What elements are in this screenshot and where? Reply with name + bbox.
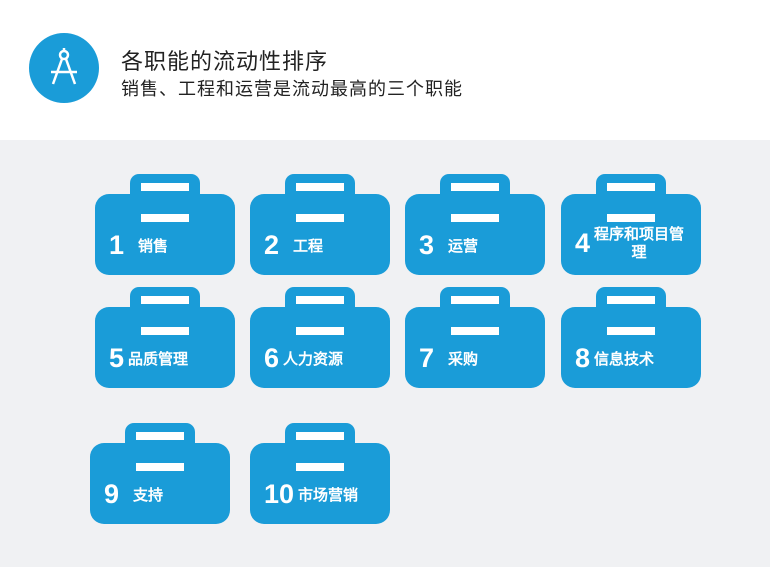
function-label: 工程 xyxy=(293,236,324,255)
briefcase-icon xyxy=(405,307,545,388)
body-stripe xyxy=(451,214,499,222)
handle-stripe xyxy=(607,183,655,191)
briefcase-icon xyxy=(90,443,230,524)
handle-stripe xyxy=(296,432,344,440)
function-label: 人力资源 xyxy=(283,349,344,368)
body-stripe xyxy=(296,327,344,335)
handle-stripe xyxy=(451,183,499,191)
function-label: 程序和项目管理 xyxy=(594,225,685,261)
function-label: 支持 xyxy=(133,485,164,504)
rank-number: 7 xyxy=(419,343,435,373)
handle-stripe xyxy=(141,296,189,304)
briefcase-icon xyxy=(405,194,545,275)
function-label: 运营 xyxy=(448,236,479,255)
function-card-3: 3 运营 xyxy=(405,174,545,275)
function-label: 品质管理 xyxy=(128,349,189,368)
rank-number: 8 xyxy=(575,343,591,373)
briefcase-icon xyxy=(561,307,701,388)
function-card-2: 2 工程 xyxy=(250,174,390,275)
function-card-10: 10 市场营销 xyxy=(250,423,390,524)
rank-number: 9 xyxy=(104,479,120,509)
function-card-9: 9 支持 xyxy=(90,423,230,524)
briefcase-icon xyxy=(95,307,235,388)
rank-number: 4 xyxy=(575,227,591,258)
function-card-1: 1 销售 xyxy=(95,174,235,275)
page-title: 各职能的流动性排序 xyxy=(121,50,329,75)
page-subtitle: 销售、工程和运营是流动最高的三个职能 xyxy=(121,79,463,100)
body-stripe xyxy=(607,214,655,222)
function-card-8: 8 信息技术 xyxy=(561,287,701,388)
card-content: 4 程序和项目管理 xyxy=(575,225,695,261)
handle-stripe xyxy=(141,183,189,191)
function-label: 销售 xyxy=(138,236,169,255)
function-label: 市场营销 xyxy=(298,485,359,504)
logo-circle xyxy=(29,33,99,103)
card-content: 2 工程 xyxy=(264,230,384,261)
handle-stripe xyxy=(296,183,344,191)
body-stripe xyxy=(141,327,189,335)
handle-stripe xyxy=(607,296,655,304)
body-stripe xyxy=(607,327,655,335)
handle-stripe xyxy=(136,432,184,440)
card-content: 3 运营 xyxy=(419,230,539,261)
card-content: 8 信息技术 xyxy=(575,343,695,374)
card-content: 6 人力资源 xyxy=(264,343,384,374)
body-stripe xyxy=(451,327,499,335)
function-card-4: 4 程序和项目管理 xyxy=(561,174,701,275)
briefcase-icon xyxy=(250,194,390,275)
briefcase-icon xyxy=(95,194,235,275)
function-card-6: 6 人力资源 xyxy=(250,287,390,388)
rank-number: 2 xyxy=(264,230,280,260)
compass-icon xyxy=(51,48,77,85)
function-label: 信息技术 xyxy=(594,349,655,368)
header: 各职能的流动性排序 销售、工程和运营是流动最高的三个职能 xyxy=(0,0,770,140)
body-stripe xyxy=(141,214,189,222)
handle-stripe xyxy=(451,296,499,304)
rank-number: 5 xyxy=(109,343,125,373)
card-content: 5 品质管理 xyxy=(109,343,229,374)
card-content: 7 采购 xyxy=(419,343,539,374)
rank-number: 1 xyxy=(109,230,125,260)
briefcase-icon xyxy=(250,307,390,388)
card-content: 1 销售 xyxy=(109,230,229,261)
body-stripe xyxy=(296,214,344,222)
function-card-5: 5 品质管理 xyxy=(95,287,235,388)
rank-number: 10 xyxy=(264,479,295,509)
function-label: 采购 xyxy=(448,349,479,368)
body-stripe xyxy=(296,463,344,471)
card-content: 9 支持 xyxy=(104,479,224,510)
rank-number: 3 xyxy=(419,230,435,260)
rank-number: 6 xyxy=(264,343,280,373)
briefcase-icon xyxy=(250,443,390,524)
card-content: 10 市场营销 xyxy=(264,479,384,510)
briefcase-icon xyxy=(561,194,701,275)
body-stripe xyxy=(136,463,184,471)
handle-stripe xyxy=(296,296,344,304)
function-card-7: 7 采购 xyxy=(405,287,545,388)
